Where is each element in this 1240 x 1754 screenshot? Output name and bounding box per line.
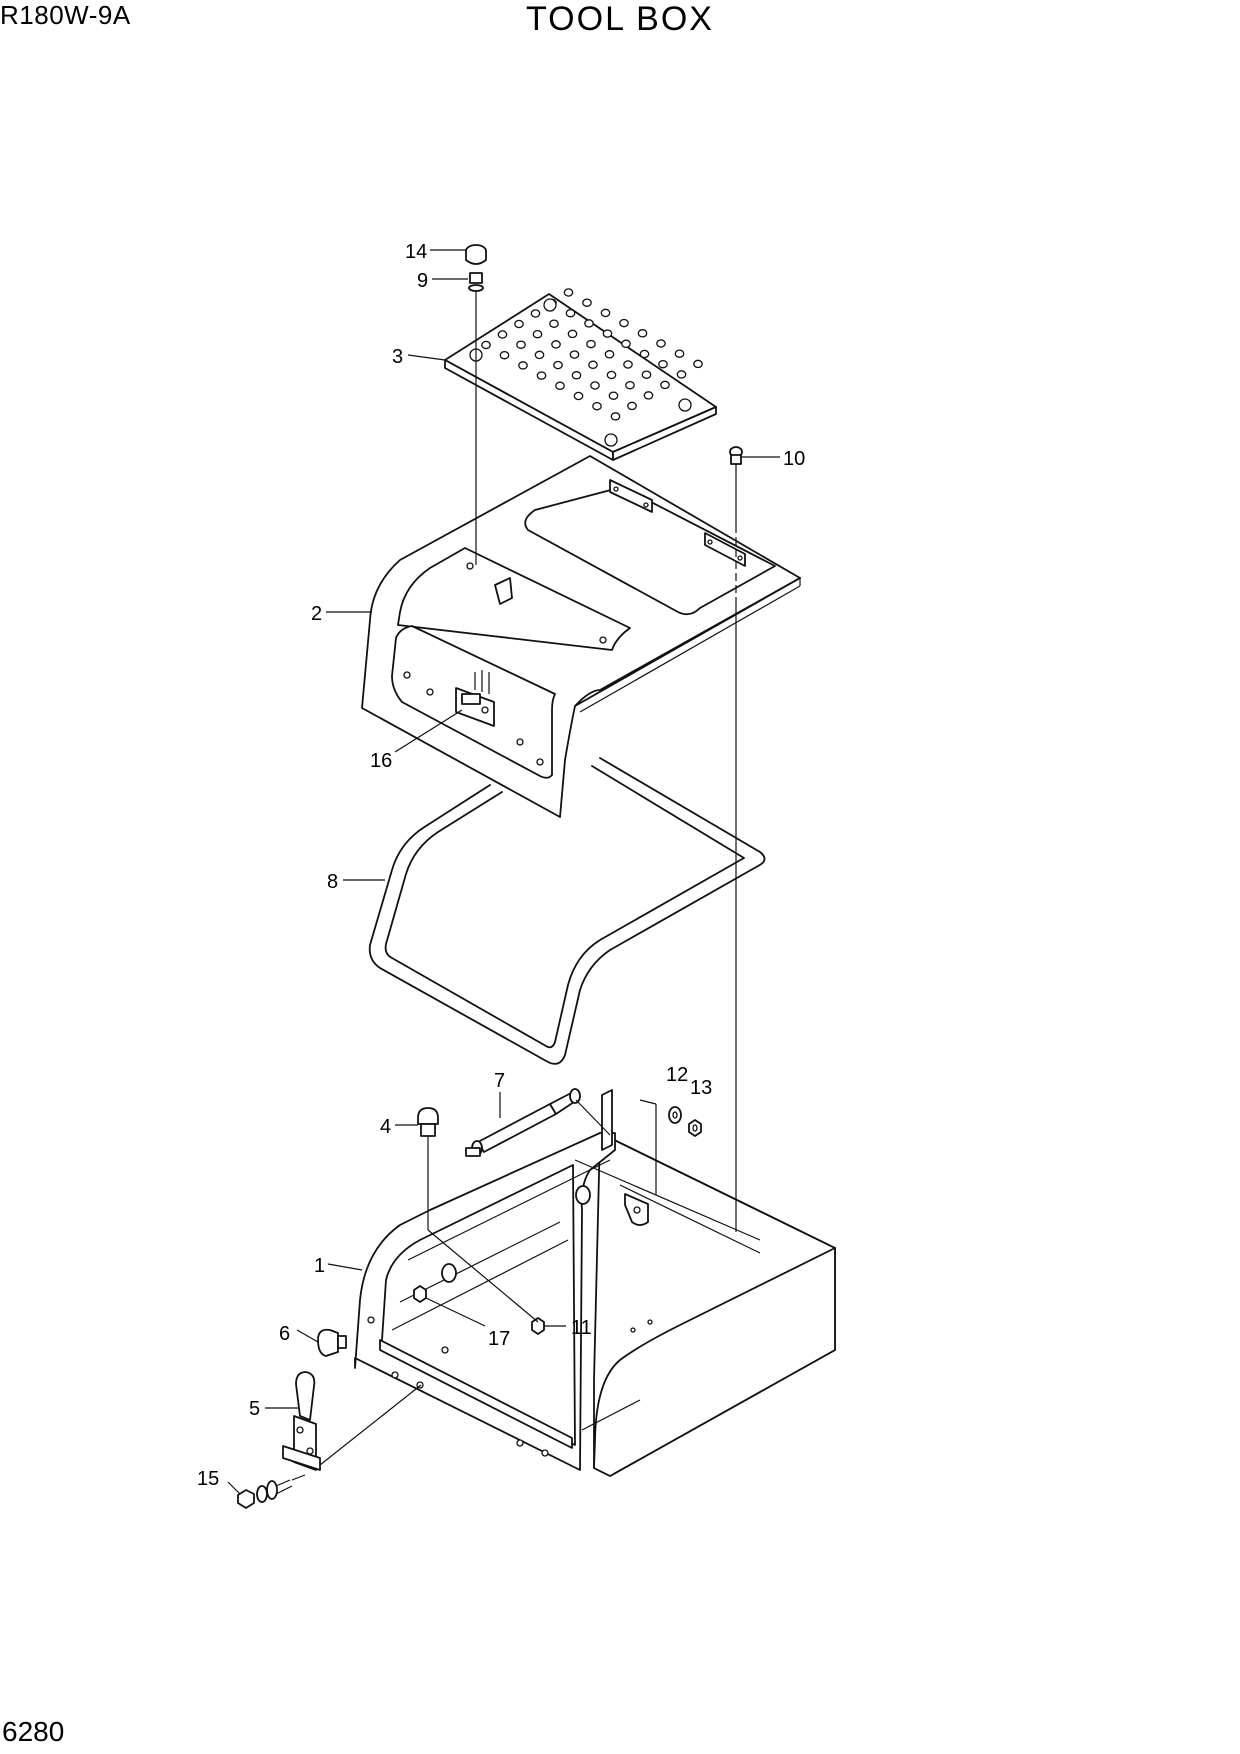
perforation-hole xyxy=(604,350,615,359)
perforation-hole xyxy=(551,340,561,349)
perforation-hole xyxy=(625,380,635,390)
page-number: 6280 xyxy=(2,1716,65,1747)
perforation-hole xyxy=(553,360,563,370)
assembly-lines xyxy=(291,304,737,1481)
callout-5: 5 xyxy=(249,1398,260,1420)
perforation-hole xyxy=(532,329,543,339)
part-7-gas-spring xyxy=(465,1088,581,1157)
perforation-hole xyxy=(641,370,652,379)
perforation-hole xyxy=(660,380,670,390)
perforation-hole xyxy=(643,391,654,400)
perforation-hole xyxy=(621,339,631,349)
perforation-hole xyxy=(499,350,510,360)
callout-8: 8 xyxy=(327,871,338,893)
perforation-hole xyxy=(627,401,637,411)
perforation-hole xyxy=(610,412,621,421)
part-5-latch xyxy=(282,1371,321,1471)
perforation-hole xyxy=(600,308,611,318)
callout-11: 11 xyxy=(571,1317,592,1339)
perforation-hole xyxy=(639,349,650,359)
callout-17: 17 xyxy=(488,1328,510,1350)
callout-1: 1 xyxy=(314,1255,325,1277)
perforation-hole xyxy=(606,370,617,380)
perforation-hole xyxy=(516,340,526,349)
model-code: R180W-9A xyxy=(0,0,131,30)
perforation-hole xyxy=(637,329,648,338)
perforation-hole xyxy=(619,318,629,328)
perforation-hole xyxy=(588,360,598,370)
part-2-lid xyxy=(361,455,801,818)
perforation-hole xyxy=(518,361,528,370)
perforation-hole xyxy=(608,391,619,400)
perforation-hole xyxy=(582,298,592,307)
leader-lines xyxy=(227,249,780,1495)
perforation-hole xyxy=(658,359,668,369)
part-14-cap xyxy=(465,244,487,265)
part-10-bolt xyxy=(729,446,743,476)
callout-12: 12 xyxy=(666,1064,688,1086)
perforation-hole xyxy=(565,308,576,318)
perforation-hole xyxy=(592,401,602,411)
perforation-hole xyxy=(563,288,574,297)
part-15-bolt xyxy=(237,1479,293,1509)
perforation-hole xyxy=(676,370,687,379)
callout-10: 10 xyxy=(783,448,805,470)
perforation-hole xyxy=(602,329,613,338)
callout-9: 9 xyxy=(417,270,428,292)
part-8-seal xyxy=(368,757,766,1065)
callout-16: 16 xyxy=(370,750,392,772)
callout-6: 6 xyxy=(279,1323,290,1345)
perforation-hole xyxy=(590,381,600,390)
perforation-hole xyxy=(656,339,666,348)
part-4-pin xyxy=(417,1107,439,1150)
callouts: 14 9 3 10 2 16 8 7 12 13 4 1 6 11 17 5 1… xyxy=(197,241,805,1490)
callout-4: 4 xyxy=(380,1116,391,1138)
callout-14: 14 xyxy=(405,241,427,263)
perforation-hole xyxy=(584,319,594,328)
part-1-body xyxy=(354,1089,836,1477)
perforation-hole xyxy=(530,309,541,318)
perforation-hole xyxy=(481,340,491,350)
perforation-hole xyxy=(567,329,578,339)
perforation-hole xyxy=(536,371,547,380)
part-13-nut xyxy=(688,1119,702,1137)
perforation-hole xyxy=(573,391,584,401)
part-3-perforated-plate xyxy=(444,288,717,461)
perforation-hole xyxy=(623,360,633,369)
callout-2: 2 xyxy=(311,603,322,625)
perforation-hole xyxy=(571,371,582,380)
part-6-bumper xyxy=(317,1328,347,1357)
part-11-nut xyxy=(531,1317,545,1335)
perforation-hole xyxy=(569,350,580,359)
callout-7: 7 xyxy=(494,1070,505,1092)
callout-3: 3 xyxy=(392,346,403,368)
perforation-hole xyxy=(514,319,524,329)
perforation-hole xyxy=(693,359,703,369)
perforation-hole xyxy=(549,319,559,328)
perforation-hole xyxy=(586,339,596,349)
part-12-washer xyxy=(668,1106,682,1124)
perforation-hole xyxy=(555,381,565,391)
page-title: TOOL BOX xyxy=(526,0,714,38)
callout-13: 13 xyxy=(690,1077,712,1099)
part-16-lock xyxy=(455,670,495,727)
perforation-hole xyxy=(534,350,545,360)
perforation-hole xyxy=(497,330,508,339)
callout-15: 15 xyxy=(197,1468,219,1490)
part-9-bolt xyxy=(468,272,484,304)
part-17-nut xyxy=(413,1285,427,1303)
perforation-hole xyxy=(674,349,685,358)
